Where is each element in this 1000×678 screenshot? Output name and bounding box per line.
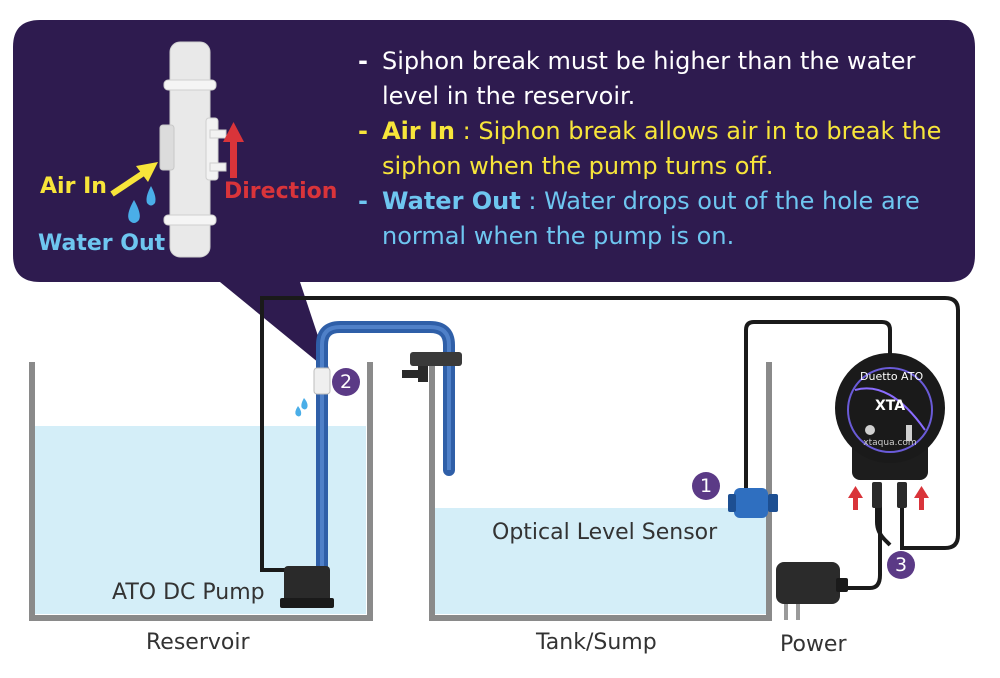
- figure-direction-label: Direction: [224, 179, 338, 204]
- duetto-controller-icon: [835, 353, 945, 480]
- sensor-cable: [744, 320, 892, 494]
- tank-label: Tank/Sump: [536, 630, 657, 655]
- water-drop-icon: [128, 186, 156, 223]
- note-air-in-text: : Siphon break allows air in to break th…: [382, 117, 942, 180]
- note-siphon-height-text: Siphon break must be higher than the wat…: [382, 47, 916, 110]
- marker-2: 2: [332, 368, 360, 396]
- note-air-in: - Air In : Siphon break allows air in to…: [358, 117, 942, 180]
- power-label: Power: [780, 632, 847, 657]
- power-cable: [845, 500, 882, 590]
- tube-holder-clip: [402, 352, 462, 382]
- pump-icon: [280, 566, 334, 608]
- note-water-out: - Water Out : Water drops out of the hol…: [358, 187, 920, 250]
- figure-air-in-label: Air In: [40, 174, 107, 199]
- controller-url: xtaqua.com: [863, 438, 917, 448]
- callout-notes: - Siphon break must be higher than the w…: [358, 44, 958, 254]
- note-water-out-label: Water Out: [382, 187, 521, 215]
- tank-container: [429, 362, 772, 621]
- note-water-out-text: : Water drops out of the hole are normal…: [382, 187, 920, 250]
- reservoir-label: Reservoir: [146, 630, 250, 655]
- marker-1: 1: [692, 472, 720, 500]
- figure-water-out-label: Water Out: [38, 231, 166, 256]
- siphon-break-figure: [159, 41, 227, 258]
- controller-brand: Duetto ATO: [860, 370, 924, 383]
- dc-plug-icon: [872, 482, 907, 548]
- note-air-in-label: Air In: [382, 117, 456, 145]
- sensor-label: Optical Level Sensor: [492, 520, 718, 545]
- power-adapter-icon: [776, 562, 848, 620]
- plug-arrow-icon: [848, 486, 929, 510]
- note-siphon-height: - Siphon break must be higher than the w…: [358, 44, 958, 114]
- siphon-break-part: [295, 367, 331, 417]
- pump-label: ATO DC Pump: [112, 580, 265, 605]
- controller-logo: XTA: [874, 398, 906, 414]
- air-in-arrow-icon: [110, 162, 158, 197]
- direction-arrow-icon: [223, 122, 244, 178]
- controller-cable: [260, 296, 960, 572]
- optical-sensor-icon: [728, 488, 778, 518]
- callout-bubble: [13, 20, 975, 372]
- marker-3: 3: [887, 551, 915, 579]
